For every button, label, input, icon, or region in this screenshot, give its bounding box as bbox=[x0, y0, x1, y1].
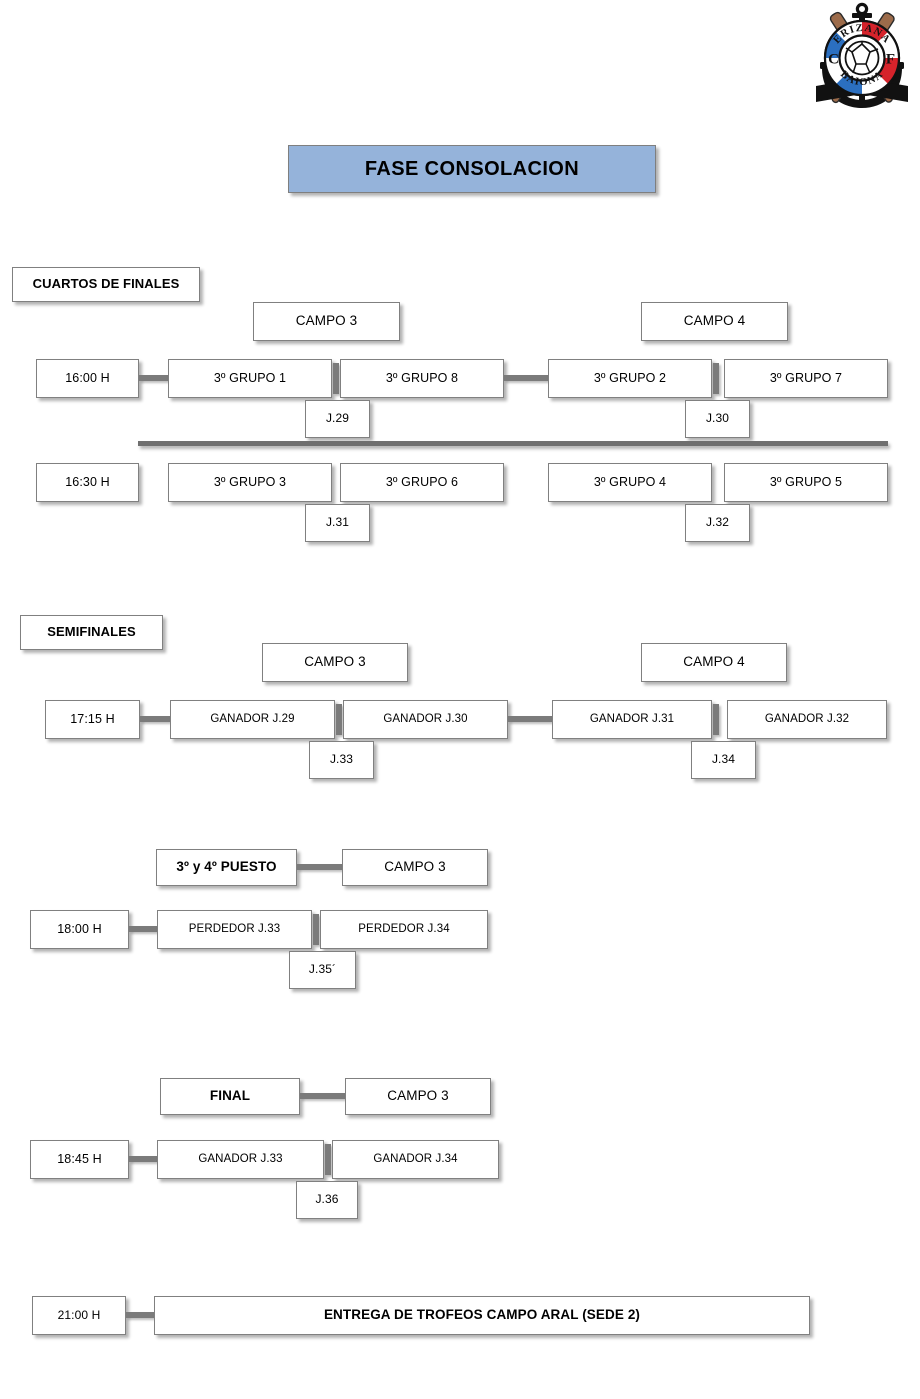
field-label-campo-4-qf: CAMPO 4 bbox=[641, 302, 788, 341]
connector-pair-j35 bbox=[313, 914, 319, 945]
connector-third-place-to-field bbox=[297, 864, 342, 870]
team-box-home-j35: PERDEDOR J.33 bbox=[157, 910, 312, 949]
team-box-away-j33: GANADOR J.30 bbox=[343, 700, 508, 739]
section-label-final: FINAL bbox=[160, 1078, 300, 1115]
field-label-campo-3-sf: CAMPO 3 bbox=[262, 643, 408, 682]
match-code-j34: J.34 bbox=[691, 741, 756, 779]
connector-pair-j34 bbox=[713, 704, 719, 735]
match-time-1630: 16:30 H bbox=[36, 463, 139, 502]
soccer-ball-icon bbox=[844, 40, 880, 76]
match-code-j36: J.36 bbox=[296, 1181, 358, 1219]
connector-time-to-ceremony bbox=[126, 1312, 154, 1318]
field-label-campo-3-third-place: CAMPO 3 bbox=[342, 849, 488, 886]
team-box-home-j32: 3º GRUPO 4 bbox=[548, 463, 712, 502]
team-box-away-j35: PERDEDOR J.34 bbox=[320, 910, 488, 949]
team-box-home-j33: GANADOR J.29 bbox=[170, 700, 335, 739]
section-label-quarterfinals: CUARTOS DE FINALES bbox=[12, 267, 200, 302]
connector-pair-j33 bbox=[336, 704, 342, 735]
connector-between-j29-j30 bbox=[504, 375, 548, 381]
section-label-third-place: 3º y 4º PUESTO bbox=[156, 849, 297, 886]
club-crest: C F ERIZANA BAIONA bbox=[808, 2, 916, 114]
match-time-1600: 16:00 H bbox=[36, 359, 139, 398]
section-label-semifinals: SEMIFINALES bbox=[20, 615, 163, 650]
team-box-home-j36: GANADOR J.33 bbox=[157, 1140, 324, 1179]
page-title: FASE CONSOLACION bbox=[288, 145, 656, 193]
ceremony-time: 21:00 H bbox=[32, 1296, 126, 1335]
row-divider bbox=[138, 441, 888, 446]
connector-pair-j36 bbox=[325, 1144, 331, 1175]
match-time-1845: 18:45 H bbox=[30, 1140, 129, 1179]
team-box-away-j31: 3º GRUPO 6 bbox=[340, 463, 504, 502]
match-code-j31: J.31 bbox=[305, 504, 370, 542]
team-box-away-j32: 3º GRUPO 5 bbox=[724, 463, 888, 502]
field-label-campo-4-sf: CAMPO 4 bbox=[641, 643, 787, 682]
match-code-j35: J.35´ bbox=[289, 951, 356, 989]
team-box-home-j30: 3º GRUPO 2 bbox=[548, 359, 712, 398]
team-box-away-j36: GANADOR J.34 bbox=[332, 1140, 499, 1179]
match-code-j29: J.29 bbox=[305, 400, 370, 438]
connector-pair-j29 bbox=[333, 363, 339, 394]
team-box-home-j34: GANADOR J.31 bbox=[552, 700, 712, 739]
team-box-home-j29: 3º GRUPO 1 bbox=[168, 359, 332, 398]
connector-time-to-match-third-place bbox=[129, 926, 157, 932]
match-code-j33: J.33 bbox=[309, 741, 374, 779]
match-time-1800: 18:00 H bbox=[30, 910, 129, 949]
connector-time-to-match-qf1 bbox=[139, 375, 168, 381]
field-label-campo-3-final: CAMPO 3 bbox=[345, 1078, 491, 1115]
field-label-campo-3-qf: CAMPO 3 bbox=[253, 302, 400, 341]
team-box-away-j29: 3º GRUPO 8 bbox=[340, 359, 504, 398]
match-code-j32: J.32 bbox=[685, 504, 750, 542]
connector-between-j33-j34 bbox=[508, 716, 552, 722]
connector-time-to-match-final bbox=[129, 1156, 157, 1162]
team-box-away-j34: GANADOR J.32 bbox=[727, 700, 887, 739]
match-time-1715: 17:15 H bbox=[45, 700, 140, 739]
crest-letter-f: F bbox=[886, 52, 895, 68]
connector-final-to-field bbox=[300, 1093, 345, 1099]
team-box-away-j30: 3º GRUPO 7 bbox=[724, 359, 888, 398]
team-box-home-j31: 3º GRUPO 3 bbox=[168, 463, 332, 502]
match-code-j30: J.30 bbox=[685, 400, 750, 438]
connector-pair-j30 bbox=[713, 363, 719, 394]
ceremony-label: ENTREGA DE TROFEOS CAMPO ARAL (SEDE 2) bbox=[154, 1296, 810, 1335]
connector-time-to-match-sf bbox=[140, 716, 170, 722]
crest-letter-c: C bbox=[828, 52, 839, 68]
